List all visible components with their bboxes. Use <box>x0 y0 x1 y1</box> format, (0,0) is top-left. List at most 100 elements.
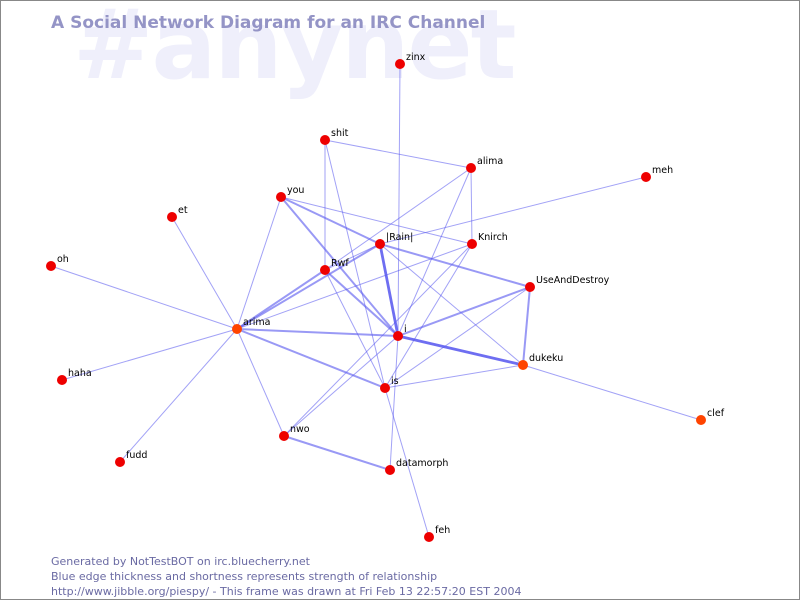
node-dukeku: dukeku <box>518 353 563 370</box>
node-dot <box>518 360 528 370</box>
node-dot <box>395 59 405 69</box>
node-label: fudd <box>126 450 147 461</box>
node-layer: zinx shit alima meh you et |Rain| Knirch oh RwfUs… <box>46 52 725 542</box>
footer-edge-legend: Blue edge thickness and shortness repres… <box>51 570 438 583</box>
node-label: oh <box>57 254 69 265</box>
node-dot <box>385 465 395 475</box>
edge-arima-fudd <box>119 328 238 463</box>
node-et: et <box>167 205 188 222</box>
edge-alima-i <box>397 167 472 337</box>
edge-is-feh <box>384 387 430 538</box>
node-zinx: zinx <box>395 52 426 69</box>
node-fudd: fudd <box>115 450 147 467</box>
node-dot <box>320 135 330 145</box>
edge-useanddestroy-i <box>397 286 531 337</box>
edge-oh-arima <box>50 265 238 330</box>
edge-you-i <box>280 196 399 337</box>
node-meh: meh <box>641 165 673 182</box>
node-label: you <box>287 185 304 196</box>
edge-rain-dukeku <box>379 243 524 366</box>
footer-generated-by: Generated by NotTestBOT on irc.bluecherr… <box>51 555 310 568</box>
node-dot <box>375 239 385 249</box>
node-label: |Rain| <box>386 232 413 243</box>
edge-alima-knirch <box>470 167 473 245</box>
node-label: clef <box>707 408 725 419</box>
node-label: alima <box>477 156 503 167</box>
channel-watermark: #anynet <box>73 0 516 101</box>
node-alima: alima <box>466 156 503 173</box>
edge-useanddestroy-dukeku <box>522 286 531 366</box>
edge-meh-rain <box>379 176 647 245</box>
node-you: you <box>276 185 304 202</box>
node-dot <box>466 163 476 173</box>
node-label: Rwf <box>331 258 349 269</box>
node-clef: clef <box>696 408 725 425</box>
node-label: dukeku <box>529 353 563 364</box>
edge-knirch-is <box>384 243 473 389</box>
edge-rwf-arima <box>236 269 326 330</box>
edge-rwf-i <box>324 269 399 337</box>
node-dot <box>279 431 289 441</box>
node-haha: haha <box>57 368 92 385</box>
edge-i-dukeku <box>396 334 525 367</box>
node-rwf: Rwf <box>320 258 349 275</box>
node-arima: arima <box>232 317 270 334</box>
edge-dukeku-is <box>384 364 524 389</box>
node-rain: |Rain| <box>375 232 413 249</box>
node-nwo: nwo <box>279 424 310 441</box>
node-label: et <box>178 205 188 216</box>
edge-rain-arima <box>236 243 381 330</box>
node-dot <box>641 172 651 182</box>
node-label: Knirch <box>478 232 508 243</box>
node-label: shit <box>331 128 349 139</box>
edge-layer <box>50 63 702 538</box>
edge-arima-nwo <box>236 328 285 437</box>
node-label: arima <box>243 317 270 328</box>
node-dot <box>276 192 286 202</box>
node-dot <box>232 324 242 334</box>
node-dot <box>696 415 706 425</box>
edge-zinx-i <box>397 63 401 337</box>
node-dot <box>115 457 125 467</box>
node-dot <box>393 331 403 341</box>
node-is: is <box>380 376 399 393</box>
node-label: zinx <box>406 52 426 63</box>
footer-source-link: http://www.jibble.org/piespy/ - This fra… <box>51 585 522 598</box>
edge-arima-haha <box>61 328 238 381</box>
edge-arima-i <box>236 328 399 337</box>
edge-you-knirch <box>280 196 473 245</box>
edge-knirch-nwo <box>283 243 473 437</box>
node-dot <box>46 261 56 271</box>
edge-i-nwo <box>283 335 399 437</box>
edge-rain-useanddestroy <box>379 243 531 288</box>
node-oh: oh <box>46 254 69 271</box>
node-dot <box>424 532 434 542</box>
node-label: haha <box>68 368 92 379</box>
node-useanddestroy: UseAndDestroy <box>525 275 610 292</box>
node-label: is <box>391 376 399 387</box>
edge-knirch-arima <box>236 243 473 330</box>
edge-shit-is <box>324 139 386 389</box>
node-dot <box>167 212 177 222</box>
edge-rwf-is <box>324 269 386 389</box>
node-dot <box>467 239 477 249</box>
node-feh: feh <box>424 525 450 542</box>
edge-rain-i <box>378 242 400 338</box>
node-datamorph: datamorph <box>385 458 448 475</box>
node-shit: shit <box>320 128 349 145</box>
node-label: datamorph <box>396 458 448 469</box>
edge-useanddestroy-is <box>384 286 531 389</box>
node-dot <box>57 375 67 385</box>
edge-alima-rwf <box>324 167 472 271</box>
edge-i-datamorph <box>389 335 399 471</box>
node-label: meh <box>652 165 673 176</box>
edge-arima-is <box>236 328 386 389</box>
edge-dukeku-clef <box>522 364 702 421</box>
edge-you-rain <box>280 196 381 245</box>
edge-et-arima <box>171 216 238 330</box>
node-dot <box>380 383 390 393</box>
node-label: UseAndDestroy <box>536 275 610 286</box>
edge-you-arima <box>236 196 282 330</box>
